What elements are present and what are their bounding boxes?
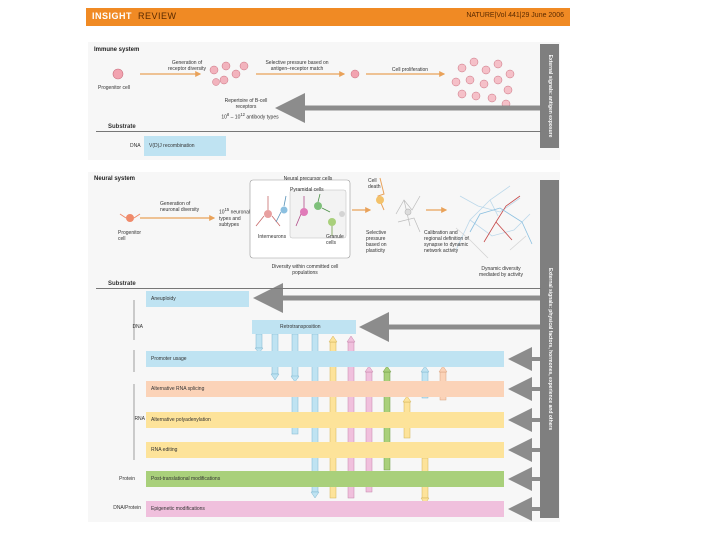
pyramidal-box — [289, 189, 347, 239]
citation: NATURE|Vol 441|29 June 2006 — [466, 12, 564, 19]
review-label: REVIEW — [138, 11, 177, 21]
immune-repertoire-label: Repertoire of B-cell receptors — [224, 98, 268, 110]
interneurons-label: Interneurons — [258, 234, 287, 240]
immune-system-title: Immune system — [94, 47, 140, 53]
vdj-recombination-bar: V(D)J recombination — [144, 136, 226, 156]
calibration-label: Calibration and regional definition of s… — [424, 230, 469, 254]
immune-antibody-count: 108 – 1012 antibody types — [221, 112, 279, 121]
neural-progenitor-label: Progenitor cell — [118, 230, 142, 242]
granule-cells-label: Granule cells — [326, 234, 344, 246]
immune-external-signals-label: External signals: antigen exposure — [546, 54, 553, 138]
neural-external-signals-label: External signals: physical factors, horm… — [546, 267, 553, 431]
immune-external-signals-band: External signals: antigen exposure — [540, 44, 559, 148]
neural-dna-protein-label: DNA/Protein — [113, 505, 141, 511]
dynamic-diversity-label: Dynamic diversity mediated by activity — [479, 266, 523, 278]
aneuploidy-bar: Aneuploidy — [146, 291, 249, 307]
immune-dna-label: DNA — [130, 143, 141, 149]
immune-proliferation-label: Cell proliferation — [391, 67, 429, 73]
neural-system-title: Neural system — [94, 176, 136, 182]
immune-selection-label: Selective pressure based on antigen–rece… — [265, 60, 329, 72]
neural-external-signals-band: External signals: physical factors, horm… — [540, 180, 559, 518]
neural-count-label: 1015 neuronal types and subtypes — [219, 207, 251, 228]
immune-generation-label: Generation of receptor diversity — [167, 60, 207, 72]
neural-generation-label: Generation of neuronal diversity — [160, 201, 200, 213]
selective-plasticity-label: Selective pressure based on plasticity — [366, 230, 387, 254]
neural-precursor-label: Neural precursor cells — [283, 176, 333, 182]
diversity-note-label: Diversity within committed cell populati… — [271, 264, 339, 276]
immune-progenitor-label: Progenitor cell — [98, 85, 130, 91]
neural-progenitor-cell-icon — [119, 213, 141, 222]
neural-rna-label: RNA — [134, 416, 145, 422]
neural-substrate-rule — [96, 288, 541, 289]
journal-header: INSIGHT REVIEW NATURE|Vol 441|29 June 20… — [86, 8, 570, 26]
alternative-polyadenylation-bar: Alternative polyadenylation — [146, 412, 504, 428]
neural-dna-label: DNA — [132, 324, 143, 330]
rna-editing-bar: RNA editing — [146, 442, 504, 458]
neural-protein-label: Protein — [119, 476, 135, 482]
immune-substrate-title: Substrate — [108, 124, 136, 130]
epigenetic-bar: Epigenetic modifications — [146, 501, 504, 517]
immune-progenitor-cell-icon — [112, 68, 124, 80]
retrotransposition-bar: Retrotransposition — [252, 320, 356, 334]
immune-selected-cell-icon — [350, 69, 360, 79]
neurons-diverse-icon — [255, 193, 345, 236]
post-translational-bar: Post-translational modifications — [146, 471, 504, 487]
selected-network-icon — [395, 195, 421, 233]
insight-brand: INSIGHT — [92, 11, 133, 21]
immune-substrate-rule — [96, 131, 541, 132]
dynamic-network-icon — [455, 185, 533, 259]
promoter-usage-bar: Promoter usage — [146, 351, 504, 367]
cell-death-label: Cell death — [368, 178, 381, 190]
pyramidal-cells-label: Pyramidal cells — [290, 187, 324, 193]
alternative-splicing-bar: Alternative RNA splicing — [146, 381, 504, 397]
dying-cell-icon — [376, 196, 384, 204]
immune-diverse-cells-icon — [209, 61, 249, 86]
neural-substrate-title: Substrate — [108, 281, 136, 287]
